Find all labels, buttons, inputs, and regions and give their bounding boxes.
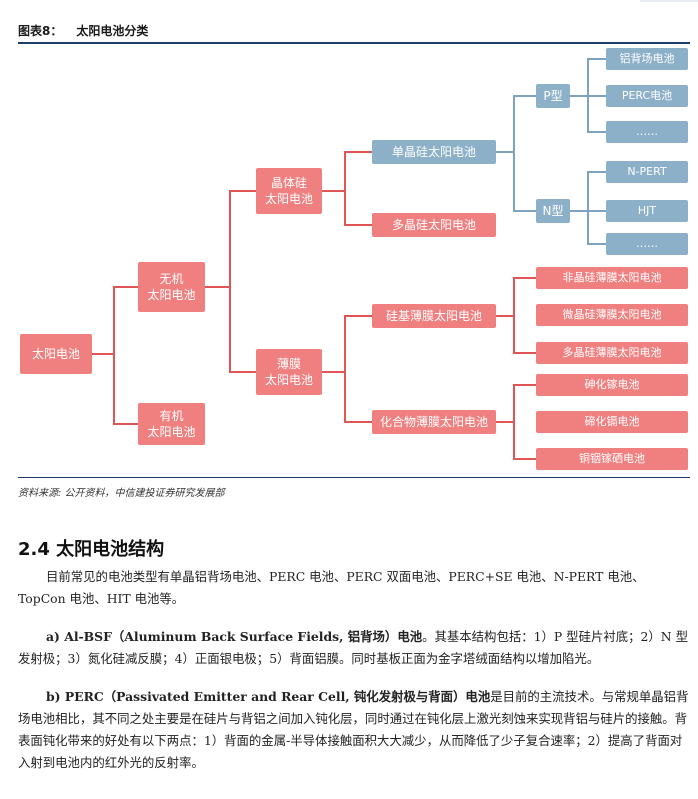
node-organic: 有机 太阳电池 — [138, 403, 205, 445]
node-mono-silicon: 单晶硅太阳电池 — [372, 140, 496, 164]
node-polysilicon-thinfilm: 多晶硅薄膜太阳电池 — [536, 342, 688, 364]
node-n-more: …… — [606, 233, 688, 255]
node-hjt: HJT — [606, 200, 688, 222]
perc-lead: b) PERC（Passivated Emitter and Rear Cell… — [46, 689, 491, 704]
figure-title: 图表8： 太阳电池分类 — [18, 22, 148, 39]
al-bsf-text: 。其基本结构包括：1）P 型硅片衬底；2）N 型发射极；3）氮化硅减反膜；4）正… — [18, 629, 688, 666]
perc-paragraph: b) PERC（Passivated Emitter and Rear Cell… — [18, 686, 690, 774]
perc-text: 是目前的主流技术。与常规单晶铝背场电池相比，其不同之处主要是在硅片与背铝之间加入… — [18, 689, 689, 770]
node-multi-silicon: 多晶硅太阳电池 — [372, 213, 496, 237]
node-amorphous-thinfilm: 非晶硅薄膜太阳电池 — [536, 267, 688, 289]
figure-top-rule — [18, 42, 690, 44]
node-al-bsf: 铝背场电池 — [606, 48, 688, 70]
node-perc: PERC电池 — [606, 85, 688, 107]
section-heading: 2.4 太阳电池结构 — [18, 539, 165, 560]
node-cdte: 碲化镉电池 — [536, 411, 688, 433]
figure-label: 图表8： — [18, 24, 63, 38]
diagram-connectors — [92, 58, 606, 460]
node-compound-thinfilm: 化合物薄膜太阳电池 — [372, 410, 496, 434]
node-silicon-thinfilm: 硅基薄膜太阳电池 — [372, 304, 496, 328]
figure-bottom-rule — [18, 477, 690, 478]
node-n-pert: N-PERT — [606, 161, 688, 183]
header-line — [640, 0, 698, 2]
node-gaas: 砷化镓电池 — [536, 374, 688, 396]
node-thinfilm: 薄膜 太阳电池 — [256, 349, 322, 395]
node-p-more: …… — [606, 121, 688, 143]
node-crystalline: 晶体硅 太阳电池 — [256, 168, 322, 214]
node-inorganic: 无机 太阳电池 — [138, 262, 205, 312]
al-bsf-paragraph: a) Al-BSF（Aluminum Back Surface Fields, … — [18, 626, 690, 670]
figure-title-text: 太阳电池分类 — [76, 24, 149, 38]
node-n-type: N型 — [536, 199, 570, 223]
figure-source: 资料来源: 公开资料，中信建投证券研究发展部 — [18, 488, 225, 499]
al-bsf-lead: a) Al-BSF（Aluminum Back Surface Fields, … — [46, 629, 423, 644]
node-cigs: 铜铟镓硒电池 — [536, 448, 688, 470]
node-p-type: P型 — [536, 84, 570, 108]
intro-paragraph: 目前常见的电池类型有单晶铝背场电池、PERC 电池、PERC 双面电池、PERC… — [18, 569, 645, 606]
node-solar-cell: 太阳电池 — [20, 334, 92, 374]
node-microcrystalline-thinfilm: 微晶硅薄膜太阳电池 — [536, 304, 688, 326]
